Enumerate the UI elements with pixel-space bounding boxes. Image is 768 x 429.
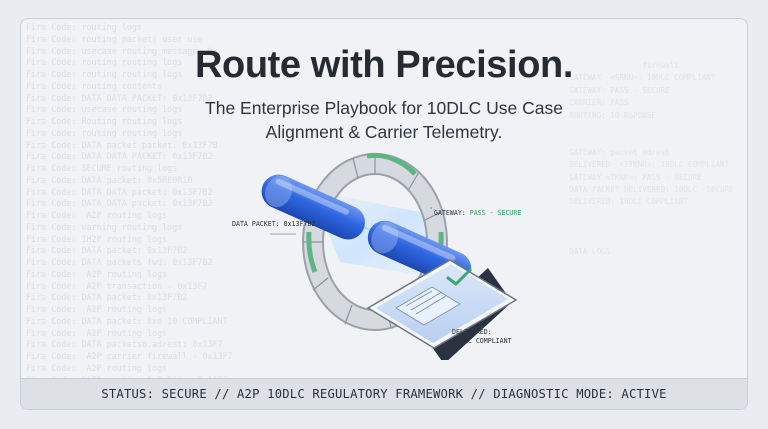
routing-illustration	[261, 152, 518, 360]
subtitle: The Enterprise Playbook for 10DLC Use Ca…	[0, 96, 768, 144]
checkmark-icon	[446, 268, 472, 286]
message-card	[395, 286, 461, 326]
delivered-label: DELIVERED:10DLC COMPLIANT	[452, 328, 512, 346]
gateway-label: GATEWAY: PASS - SECURE	[434, 209, 521, 218]
delivered-label-line-1: DELIVERED:	[452, 328, 492, 336]
gateway-status: PASS - SECURE	[469, 209, 522, 217]
status-bar: STATUS: SECURE // A2P 10DLC REGULATORY F…	[21, 378, 747, 409]
data-packet-label: DATA PACKET: 0x13F7B2	[232, 220, 316, 228]
smartphone-icon	[366, 259, 518, 360]
page-title: Route with Precision.	[195, 44, 573, 86]
gateway-label-prefix: GATEWAY:	[434, 209, 470, 217]
data-packet-capsule-left	[261, 174, 366, 240]
subtitle-line-1: The Enterprise Playbook for 10DLC Use Ca…	[205, 98, 563, 118]
subtitle-line-2: Alignment & Carrier Telemetry.	[265, 122, 503, 142]
delivered-label-line-2: 10DLC COMPLIANT	[452, 337, 512, 345]
